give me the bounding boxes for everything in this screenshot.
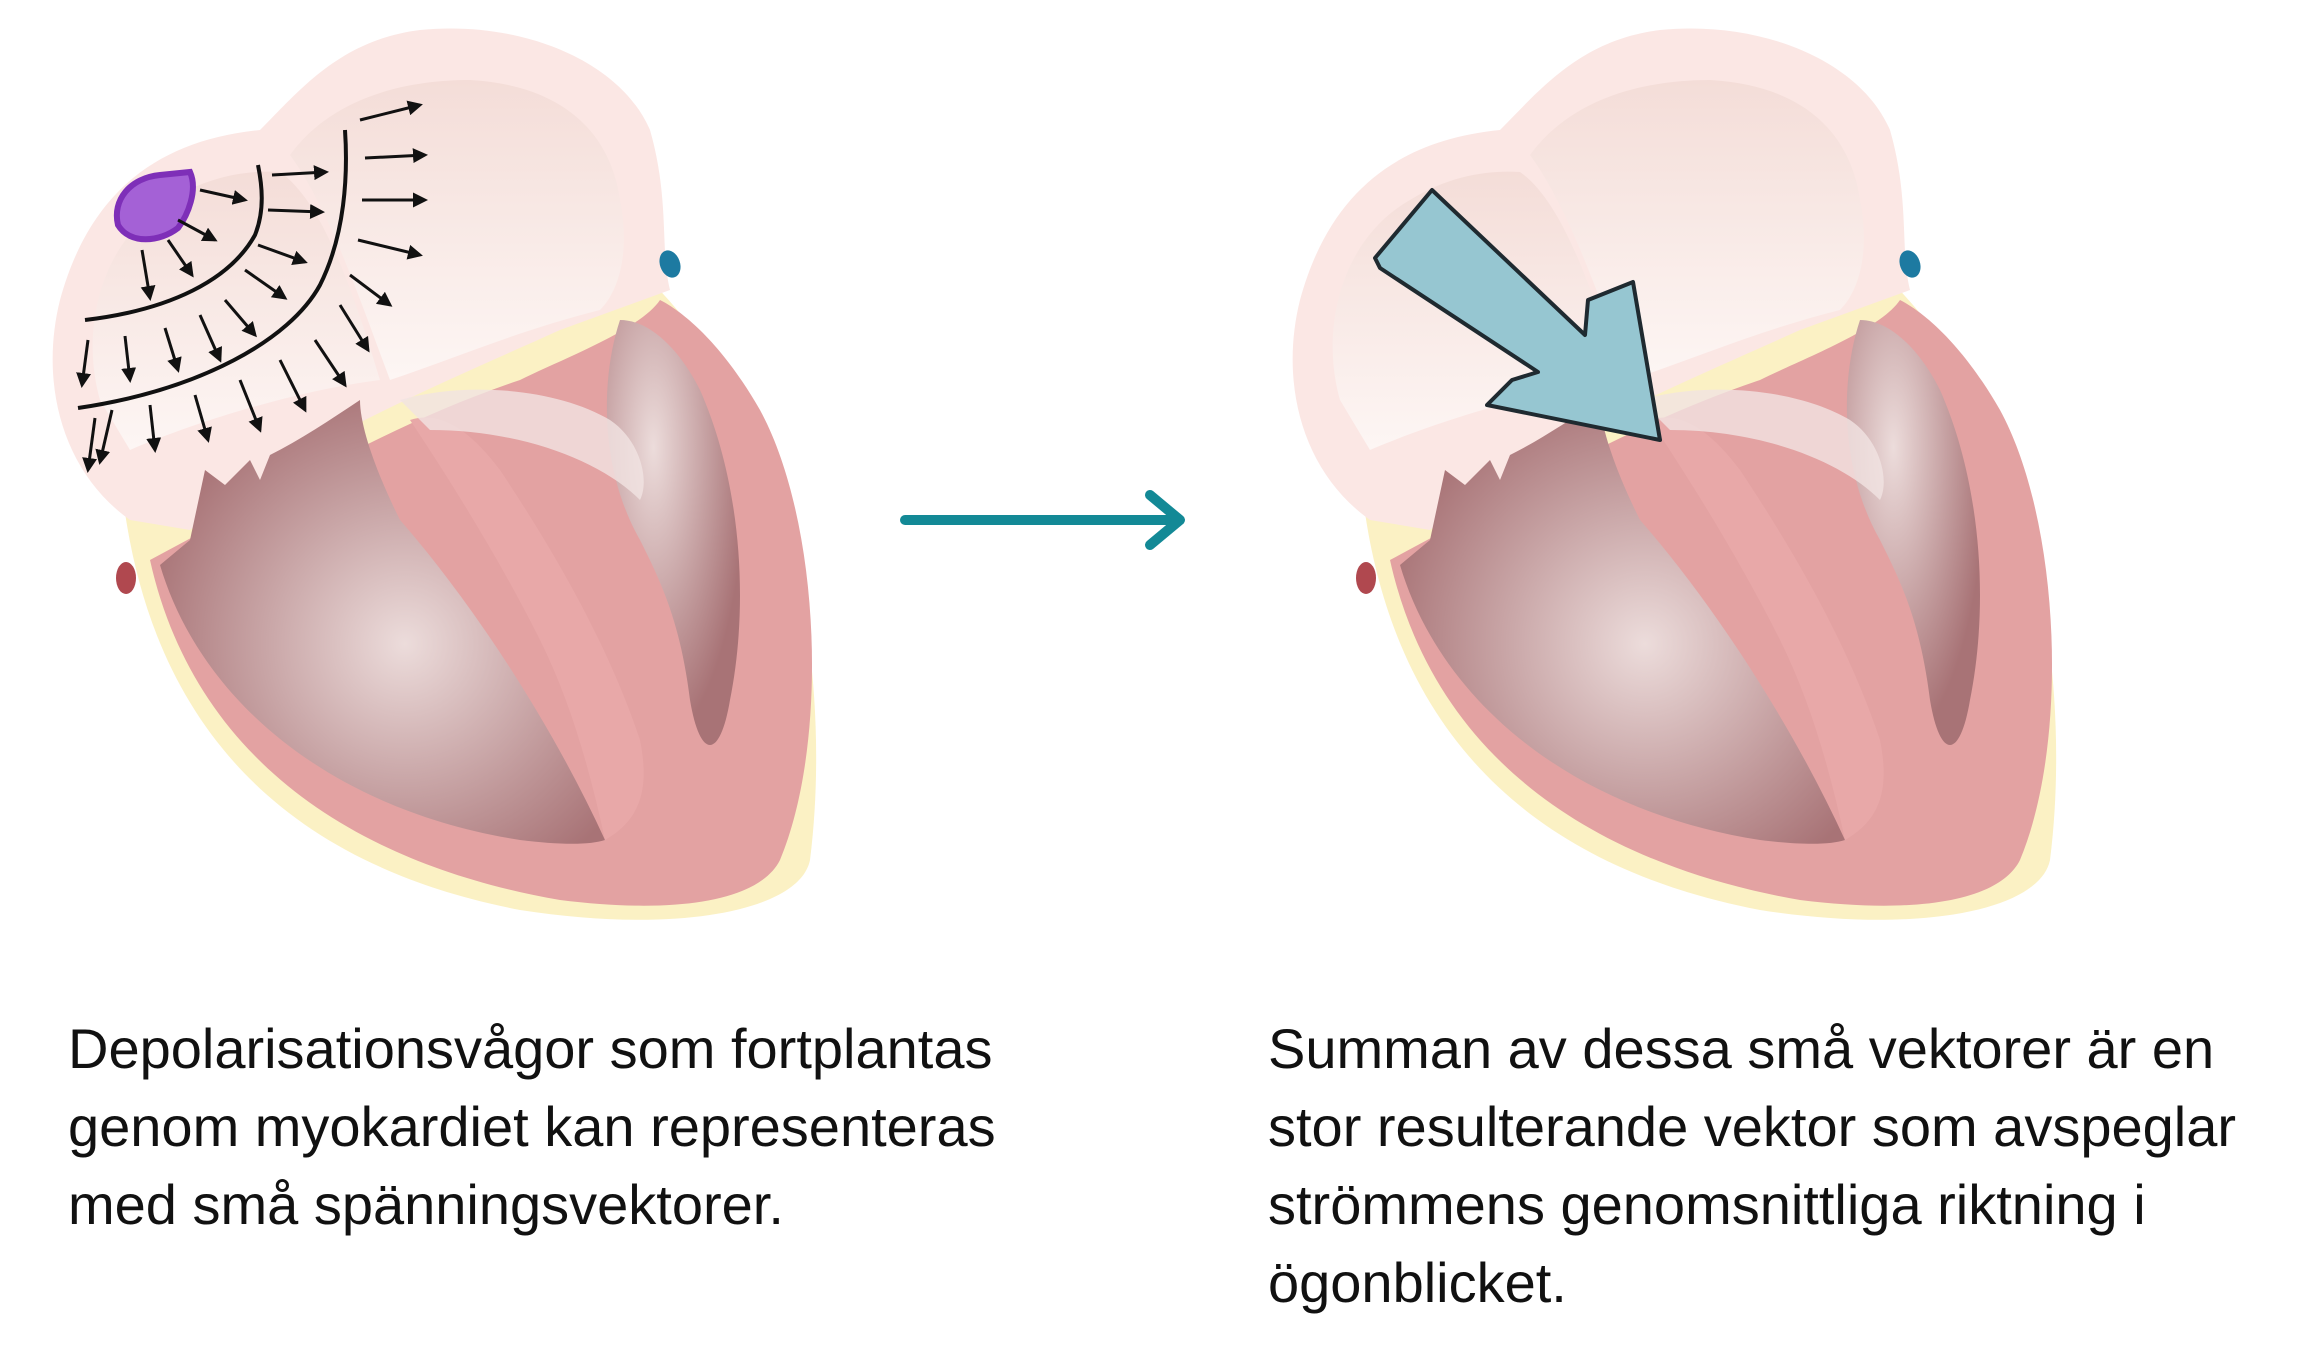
heart-left [52,28,817,920]
heart-right [1292,28,2057,920]
caption-line: Summan av dessa små vektorer är en [1268,1017,2215,1080]
wavefront-outer [77,129,348,410]
resultant-vector-arrow-icon [1373,188,1662,442]
sinoatrial-node [113,168,196,243]
caption-line: stor resulterande vektor som avspeglar [1268,1095,2236,1158]
caption-line: ögonblicket. [1268,1251,1567,1314]
caption-line: med små spänningsvektorer. [68,1173,784,1236]
caption-line: strömmens genomsnittliga riktning i [1268,1173,2146,1236]
caption-line: genom myokardiet kan representeras [68,1095,996,1158]
caption-line: Depolarisationsvågor som fortplantas [68,1017,993,1080]
caption-resultant-vector: Summan av dessa små vektorer är en stor … [1268,1010,2236,1322]
wavefront-inner [84,164,264,322]
small-voltage-vectors [76,100,428,473]
arrow-right-icon [900,490,1185,550]
caption-small-vectors: Depolarisationsvågor som fortplantas gen… [68,1010,996,1244]
